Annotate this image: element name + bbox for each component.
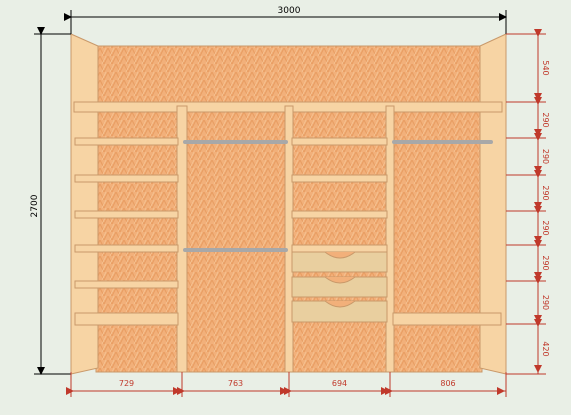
shelf-height-label: 540: [541, 60, 550, 75]
divider-3: [385, 105, 395, 373]
shelf-height-label: 420: [541, 341, 550, 356]
mid-shelf: [291, 174, 388, 183]
divider-2: [284, 105, 294, 373]
shelf-height-label: 290: [541, 185, 550, 200]
shelf-height-label: 290: [541, 255, 550, 270]
mid-shelf: [291, 210, 388, 219]
shelf-height-dimensions: 540 290 290 290 290 290 290 420: [506, 29, 550, 375]
mid-shelf: [291, 137, 388, 146]
total-height-label: 2700: [30, 194, 40, 217]
mid-shelf: [291, 244, 388, 253]
divider-1: [176, 105, 188, 373]
left-shelf: [74, 244, 179, 253]
total-width-label: 3000: [278, 6, 301, 16]
hanging-rails: [183, 140, 493, 252]
drawers: [291, 251, 388, 323]
left-shelf: [74, 137, 179, 146]
drawer: [291, 300, 388, 323]
shelf-height-label: 290: [541, 220, 550, 235]
left-section-shelves: [74, 137, 179, 326]
section-width-label: 806: [440, 379, 455, 388]
left-shelf: [74, 280, 179, 289]
third-section-shelves: [291, 137, 388, 253]
left-shelf: [74, 312, 179, 326]
drawer: [291, 276, 388, 298]
right-side-panel: [479, 33, 507, 375]
section-width-dimensions: 729 763 694 806: [66, 372, 507, 397]
left-shelf: [74, 210, 179, 219]
right-bottom-shelf: [392, 312, 502, 326]
section-width-label: 763: [228, 379, 243, 388]
left-shelf: [74, 174, 179, 183]
shelf-height-label: 290: [541, 149, 550, 164]
shelf-height-label: 290: [541, 112, 550, 127]
left-side-panel: [70, 33, 99, 375]
shelf-height-label: 290: [541, 295, 550, 310]
section-width-label: 694: [332, 379, 347, 388]
section-width-label: 729: [119, 379, 134, 388]
drawer: [291, 251, 388, 273]
